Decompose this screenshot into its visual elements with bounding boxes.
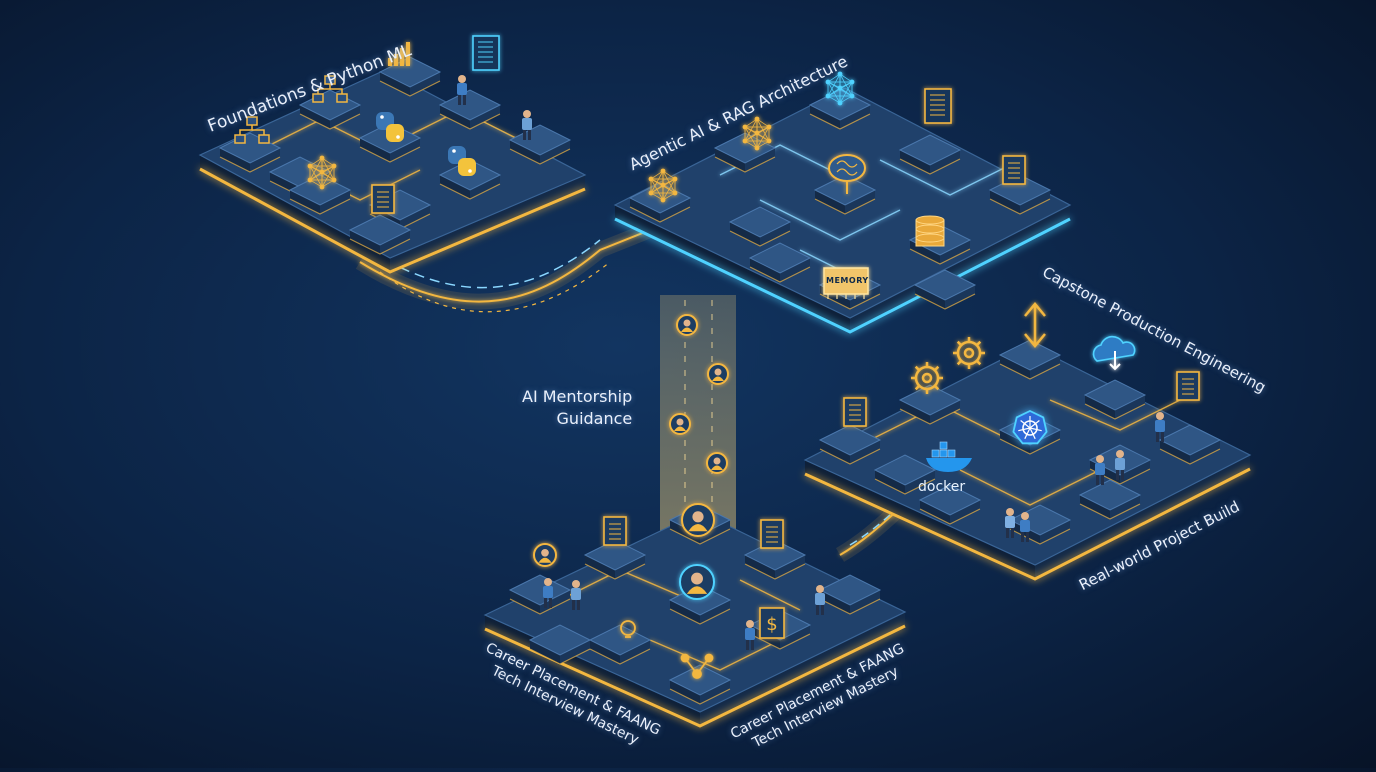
resume-icon [603, 516, 627, 546]
scale-arrows-icon [1024, 302, 1046, 348]
tile-agentic-6 [898, 134, 962, 175]
candidate-figure-4 [815, 585, 825, 615]
hierarchy-icon [312, 75, 348, 103]
decision-tree-icon [680, 653, 714, 679]
label-mentorship: AI Mentorship Guidance [522, 386, 632, 429]
svg-text:$: $ [766, 614, 777, 635]
neural-network-icon-2 [742, 116, 772, 151]
graph-icon [234, 116, 270, 144]
tile-capstone-9 [918, 484, 982, 525]
tile-agentic-11 [913, 269, 977, 310]
bar-chart-icon [388, 42, 410, 66]
molecule-icon [307, 155, 337, 190]
tile-capstone-8 [1158, 424, 1222, 465]
brain-screen-icon [924, 88, 952, 124]
candidate-avatar [679, 564, 715, 600]
salary-offer-icon: $ [759, 607, 785, 639]
tile-capstone-1 [818, 424, 882, 465]
memory-tile-label: MEMORY [826, 276, 869, 285]
mentor-avatar-3 [669, 413, 691, 435]
connector-path-foundations-agentic [355, 222, 653, 313]
tile-capstone-2 [898, 384, 962, 425]
gear-icon-1 [911, 362, 943, 394]
cloud-deploy-icon [1092, 335, 1136, 371]
gear-icon-2 [953, 337, 985, 369]
developer-figure-2 [522, 110, 532, 140]
python-icon-1 [376, 112, 404, 142]
team-figure-1 [1095, 455, 1105, 485]
tile-career-9 [668, 664, 732, 705]
python-icon-2 [448, 146, 476, 176]
code-screen-icon [472, 35, 500, 71]
platform-foundations [198, 69, 587, 274]
tile-career-4 [743, 539, 807, 580]
tile-agentic-10 [748, 242, 812, 283]
tile-foundations-7 [288, 174, 352, 215]
mentorship-beam [660, 295, 736, 535]
engineer-figure-2 [1020, 512, 1030, 542]
tile-foundations-6 [438, 89, 502, 130]
candidate-figure-3 [745, 620, 755, 650]
candidate-figure-1 [543, 578, 553, 608]
tile-foundations-11 [348, 214, 412, 255]
kubernetes-icon [1012, 410, 1048, 445]
docker-label: docker [918, 479, 966, 495]
mentor-avatar-2 [707, 363, 729, 385]
database-icon [915, 215, 945, 247]
resume-icon-2 [760, 519, 784, 549]
idea-icon [620, 620, 636, 638]
docker-whale-icon [926, 441, 972, 472]
brain-icon [828, 154, 866, 194]
candidate-figure-2 [571, 580, 581, 610]
label-mentorship-line2: Guidance [556, 408, 633, 428]
tile-agentic-4 [728, 206, 792, 247]
tile-capstone-4 [1083, 379, 1147, 420]
team-figure-2 [1115, 450, 1125, 480]
presenter-figure [1155, 412, 1165, 442]
chat-avatar-icon [533, 543, 557, 567]
document-icon-1 [371, 184, 395, 214]
tile-agentic-2 [713, 132, 777, 173]
tile-capstone-5 [873, 454, 937, 495]
tile-career-2 [583, 539, 647, 580]
tile-career-6 [588, 624, 652, 665]
mentor-figure [681, 503, 715, 537]
analytics-board-icon [1176, 371, 1200, 401]
mentor-avatar-1 [676, 314, 698, 336]
neural-network-icon-1 [648, 168, 678, 203]
document-icon-2 [1002, 155, 1026, 185]
developer-figure-1 [457, 75, 467, 105]
label-mentorship-line1: AI Mentorship [522, 387, 633, 406]
mentor-avatar-4 [706, 452, 728, 474]
memory-chip-icon [823, 267, 869, 299]
tile-capstone-11 [1078, 479, 1142, 520]
tile-career-5 [818, 574, 882, 615]
tile-career-10 [528, 624, 592, 665]
tile-capstone-3 [998, 339, 1062, 380]
dashboard-icon [843, 397, 867, 427]
tile-agentic-5 [813, 174, 877, 215]
engineer-figure-1 [1005, 508, 1015, 538]
tile-career-1 [508, 574, 572, 615]
neural-network-icon-3 [825, 71, 855, 106]
